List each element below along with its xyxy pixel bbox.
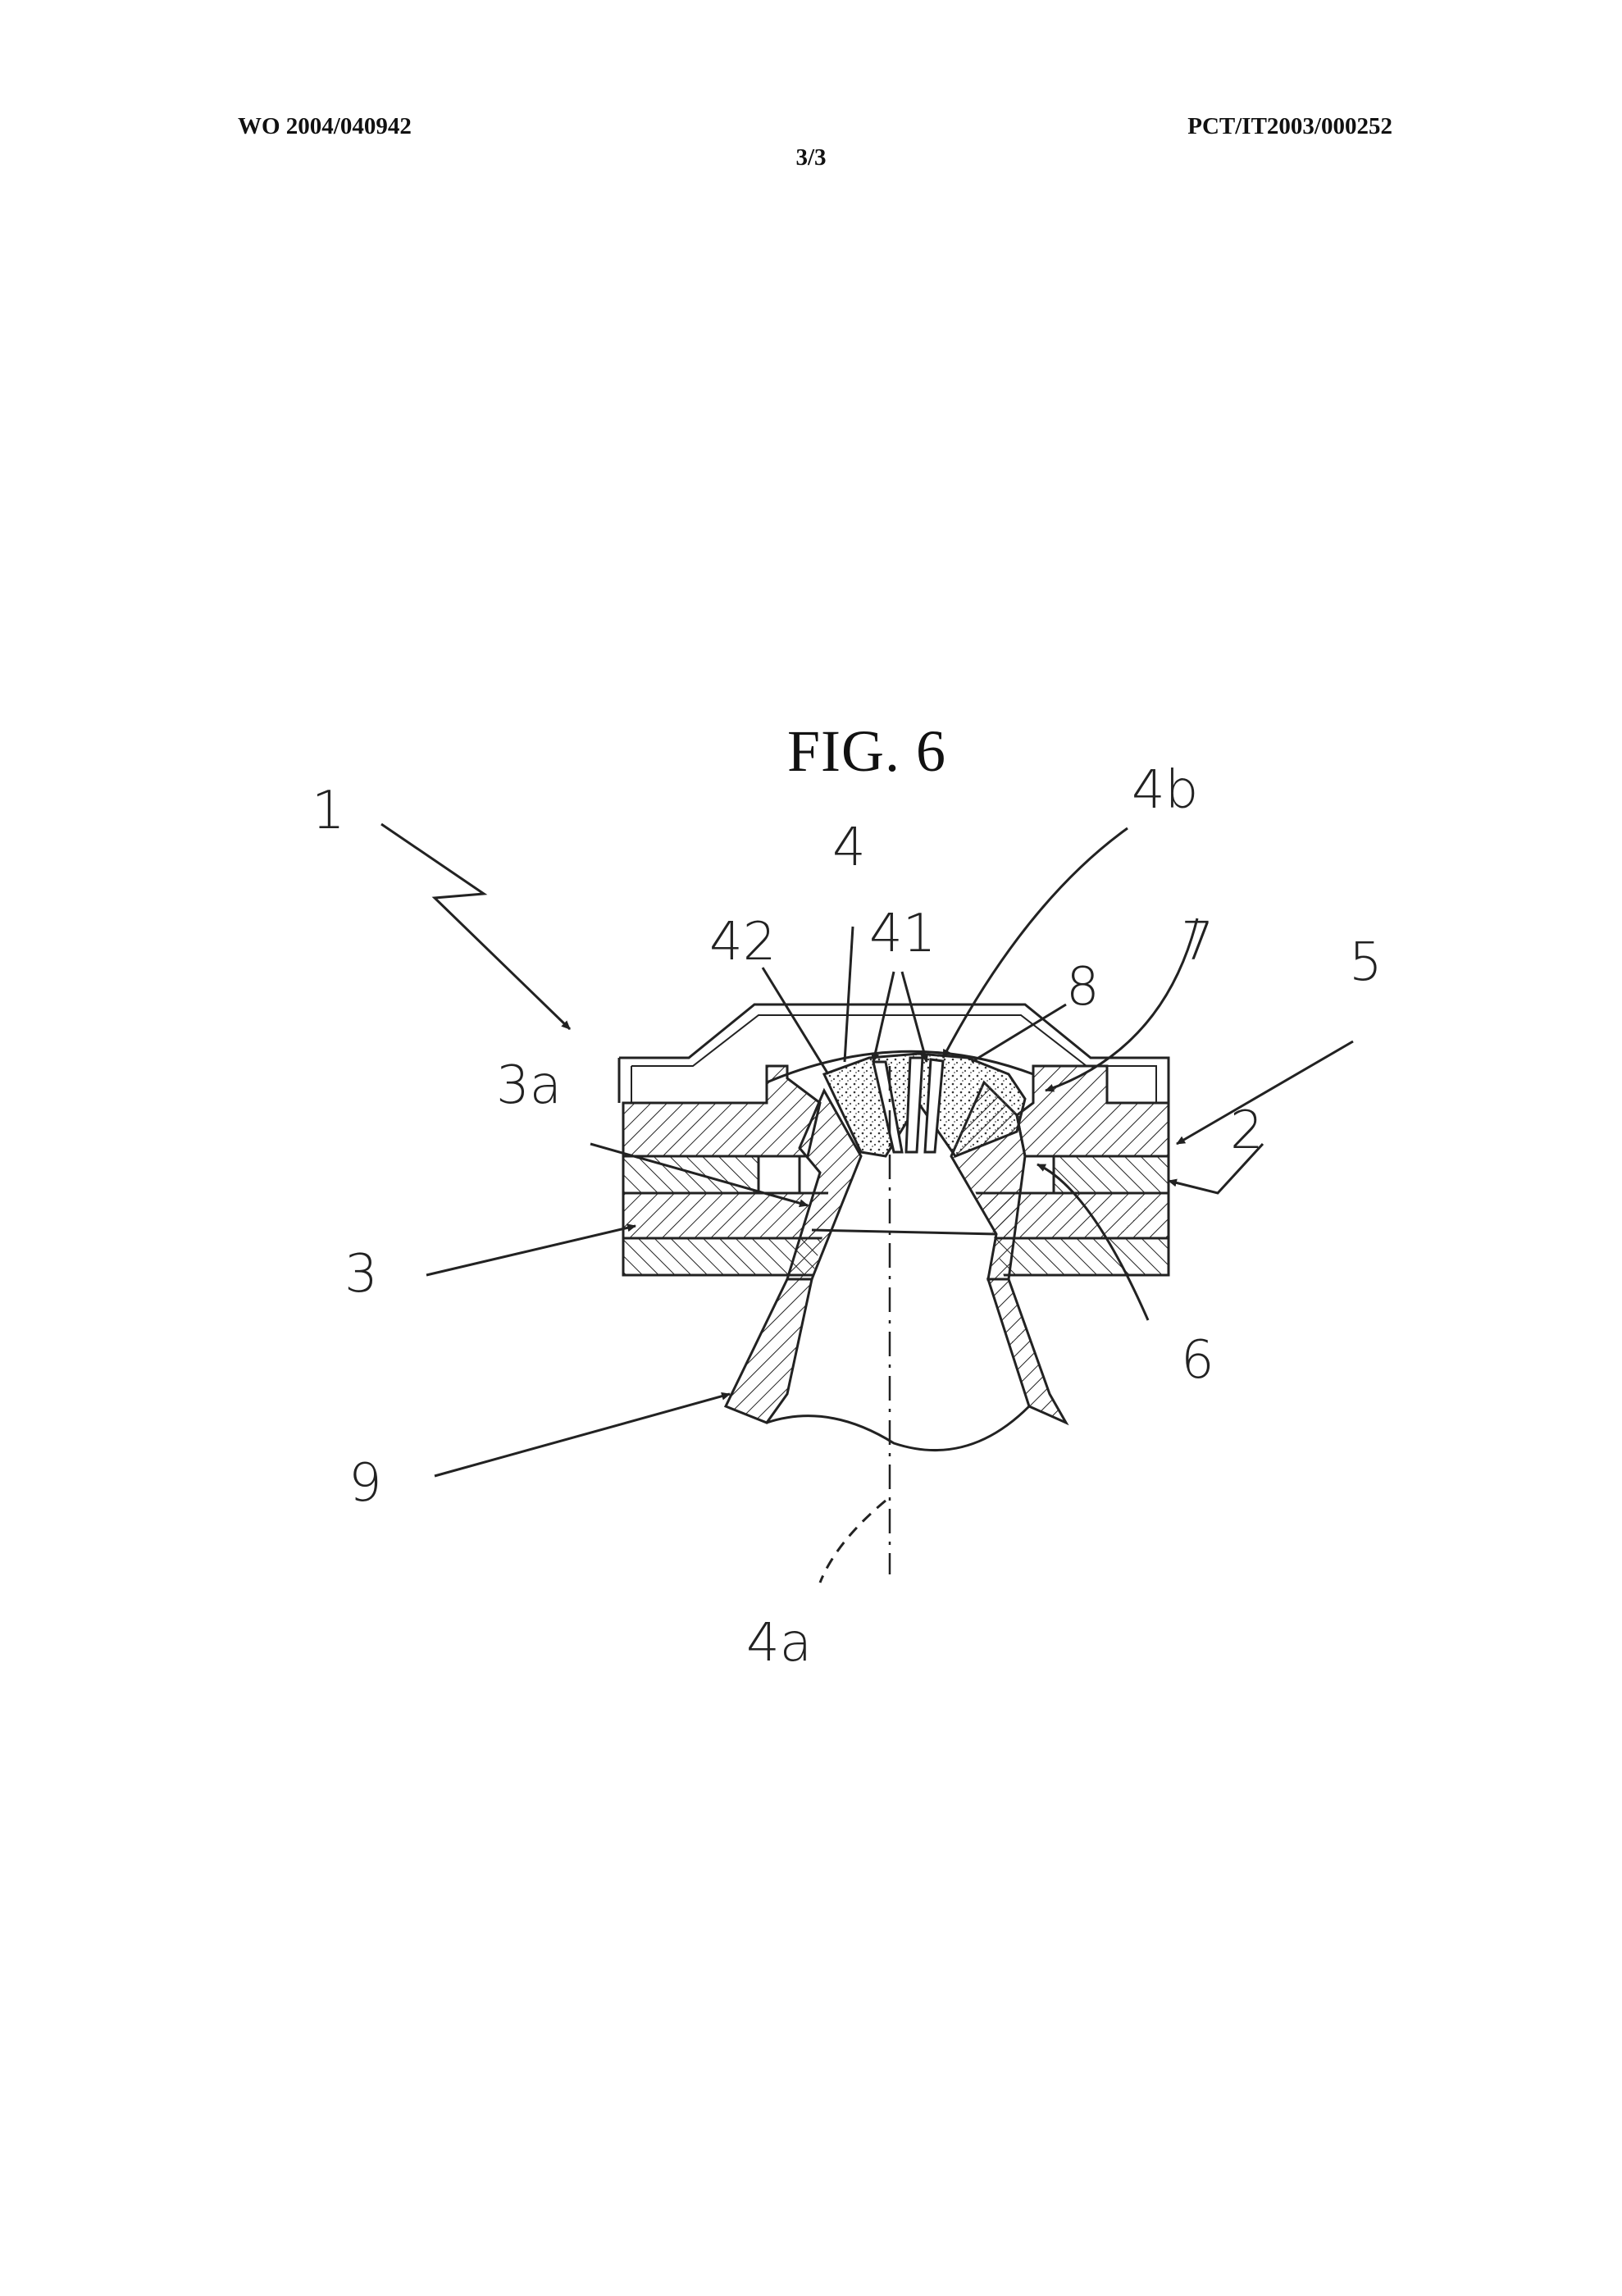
- upper-plate-left: [622, 1064, 822, 1158]
- reference-labels: 1 4b 4 42 41 7 8 5 3a 2 3 6 9 4a: [312, 760, 1383, 1674]
- page-number: 3/3: [795, 144, 827, 171]
- ref-label-2: 2: [1230, 1100, 1264, 1161]
- central-bore: [812, 1152, 1005, 1279]
- ref-label-3a: 3a: [496, 1055, 562, 1116]
- leader-2: [1168, 1142, 1264, 1195]
- cover-inner: [631, 1014, 1157, 1103]
- ref-label-41: 41: [869, 904, 936, 964]
- leader-9: [434, 1392, 731, 1478]
- filter-insert: [822, 1052, 1027, 1158]
- ref-label-7: 7: [1181, 912, 1214, 973]
- outlet-bottom-curve: [766, 1405, 1031, 1452]
- leader-7: [1045, 918, 1199, 1092]
- middle-gap-left: [757, 1155, 801, 1195]
- leader-4: [843, 926, 854, 1063]
- cover-outer: [617, 1003, 1170, 1156]
- valve-assembly: [617, 1003, 1170, 1452]
- ref-label-8: 8: [1066, 957, 1100, 1018]
- upper-plate-right: [1015, 1064, 1170, 1158]
- application-number: PCT/IT2003/000252: [1187, 113, 1392, 139]
- ref-label-4b: 4b: [1132, 760, 1198, 821]
- slit-b: [904, 1056, 924, 1154]
- leader-3: [426, 1223, 636, 1277]
- ref-label-5: 5: [1349, 932, 1383, 993]
- leader-4a: [818, 1499, 886, 1583]
- ref-label-9: 9: [349, 1453, 382, 1514]
- ref-label-4a: 4a: [746, 1613, 812, 1674]
- figure-title: FIG. 6: [787, 718, 947, 784]
- ref-label-1: 1: [312, 781, 345, 841]
- leader-5: [1176, 1040, 1354, 1146]
- leader-8: [971, 1003, 1067, 1064]
- leader-3a: [590, 1142, 809, 1208]
- ref-label-42: 42: [709, 912, 776, 973]
- leader-6: [1037, 1163, 1150, 1321]
- outlet-tube-right: [986, 1278, 1069, 1426]
- slit-c: [923, 1058, 945, 1154]
- ref-label-3: 3: [344, 1244, 378, 1305]
- dome-arc: [766, 1050, 1034, 1084]
- slit-a: [872, 1060, 904, 1154]
- publication-number: WO 2004/040942: [238, 113, 412, 139]
- outlet-tube-left: [723, 1278, 813, 1424]
- ref-label-6: 6: [1181, 1330, 1214, 1391]
- leader-4b: [941, 827, 1128, 1059]
- leader-41b: [900, 971, 929, 1063]
- ref-label-4: 4: [832, 818, 866, 878]
- leader-42: [761, 967, 830, 1075]
- leader-lines: [380, 822, 1354, 1583]
- leader-41a: [871, 971, 895, 1063]
- middle-plate-left: [622, 1155, 760, 1195]
- leader-1: [380, 822, 572, 1031]
- middle-plate-right: [1052, 1155, 1170, 1195]
